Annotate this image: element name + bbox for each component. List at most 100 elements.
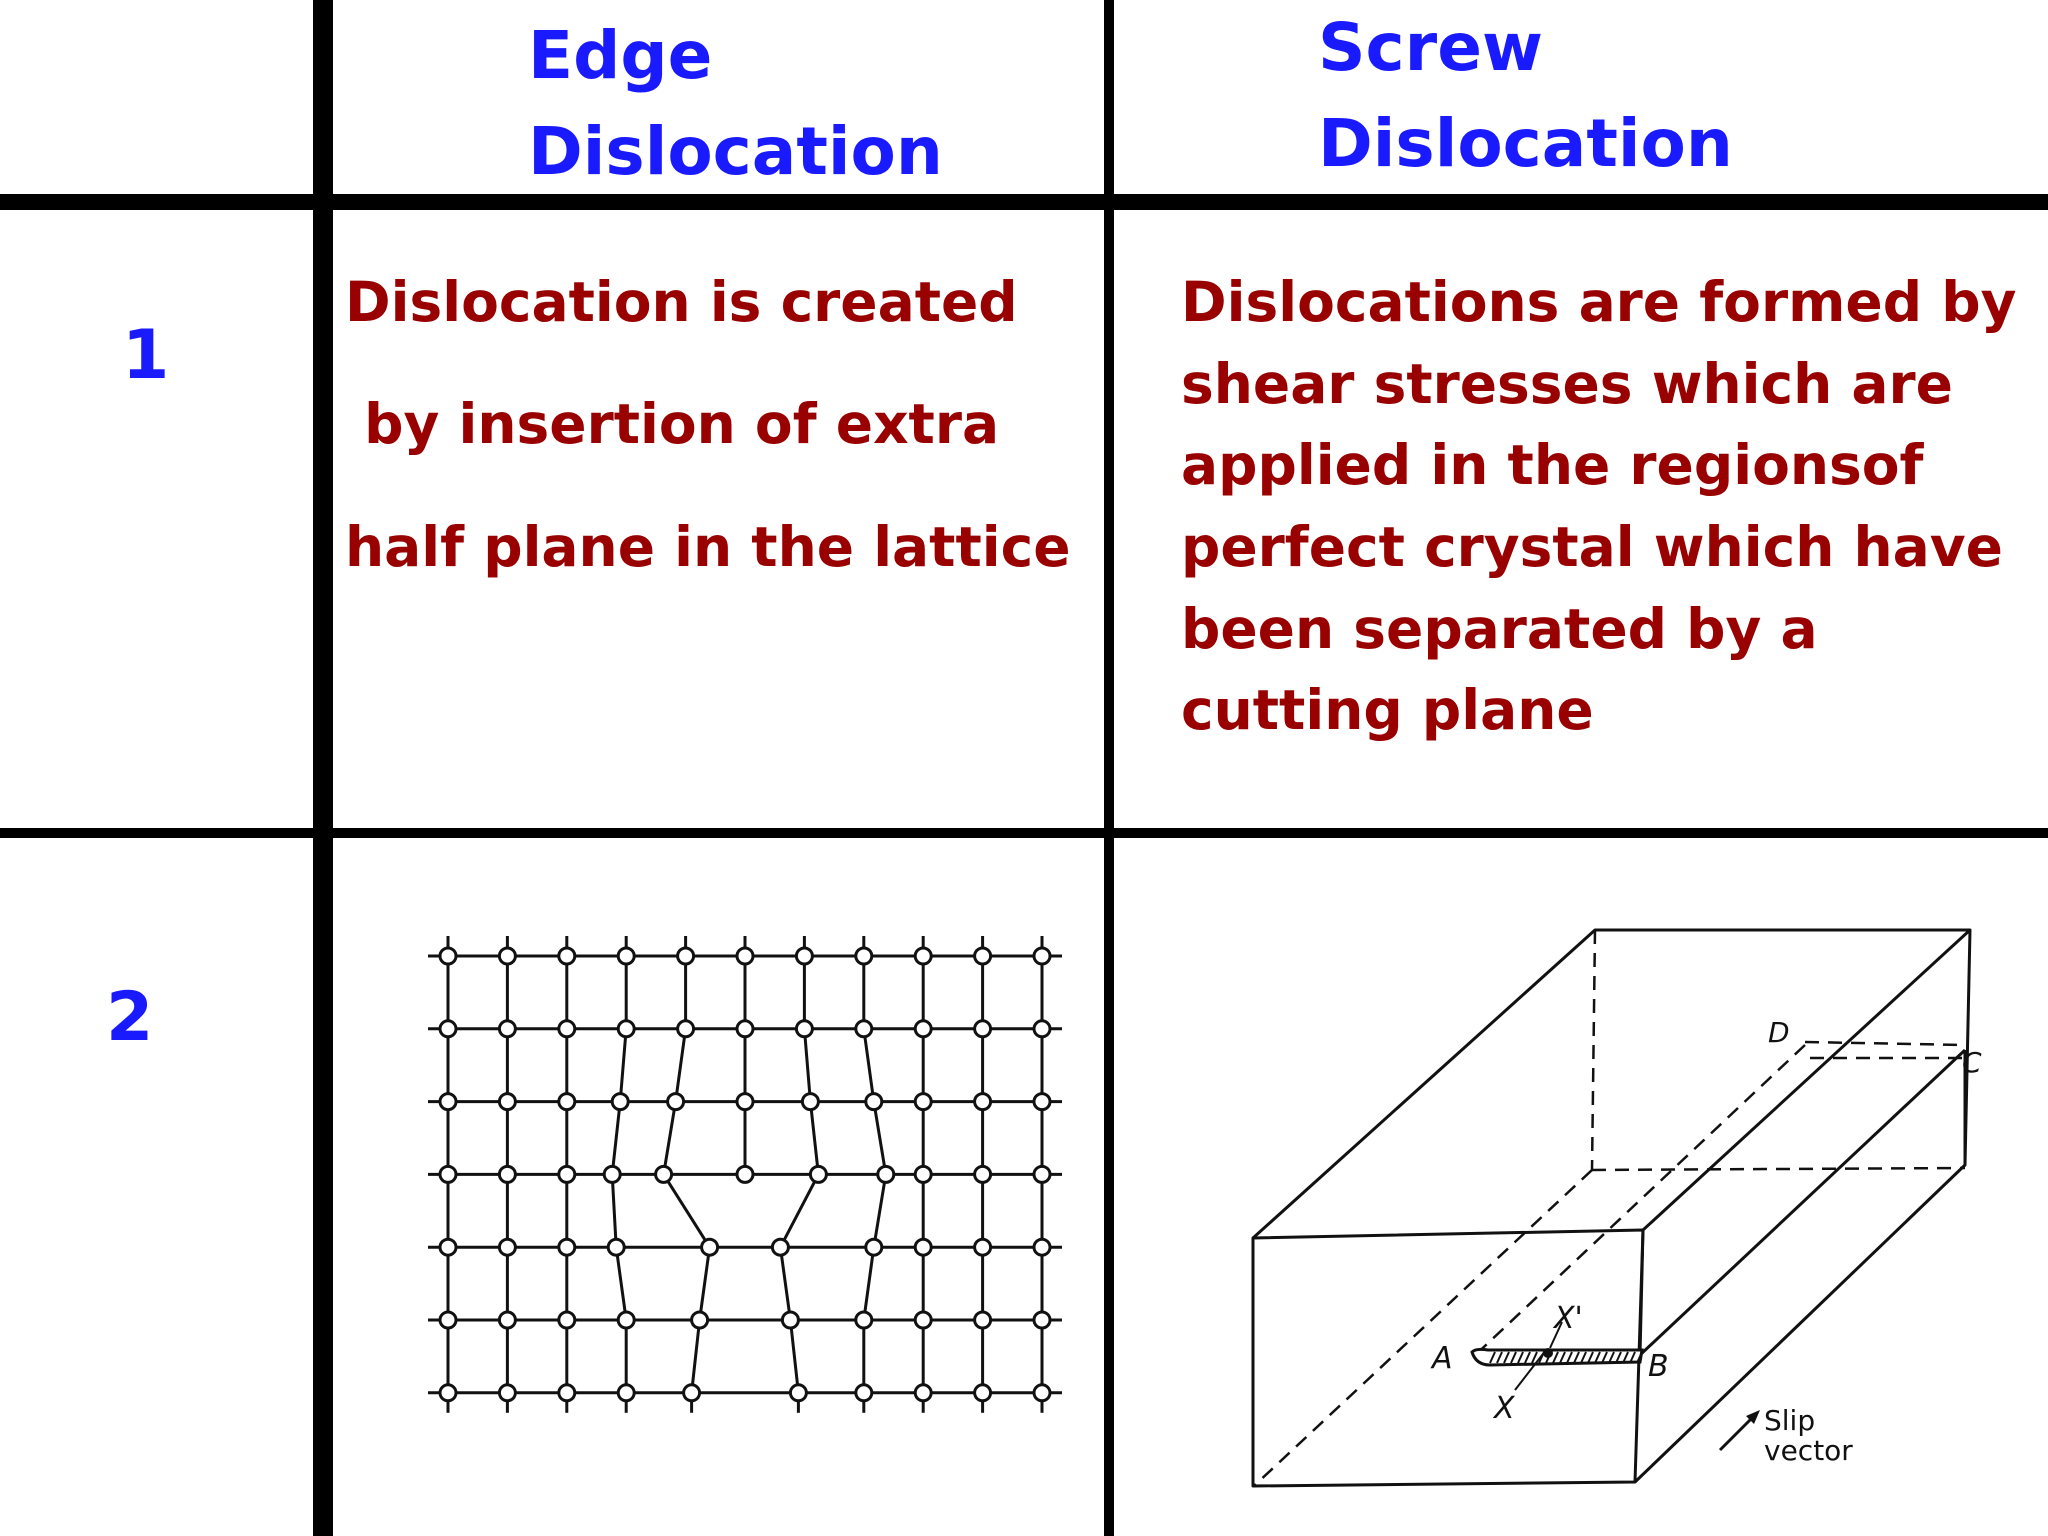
lattice-atom bbox=[676, 946, 696, 966]
screw-header-line1: Screw bbox=[1318, 9, 1543, 86]
lattice-atom bbox=[973, 1310, 993, 1330]
hidden-edge bbox=[1590, 929, 1597, 1171]
lattice-atom bbox=[1032, 1092, 1052, 1112]
lattice-atom bbox=[1032, 1310, 1052, 1330]
edge-description-line: Dislocation is created bbox=[345, 270, 1018, 334]
lattice-bond-vertical bbox=[862, 1028, 876, 1102]
lattice-atom bbox=[973, 1164, 993, 1184]
lattice-atom bbox=[557, 1092, 577, 1112]
slip-hatch-mark bbox=[1503, 1351, 1510, 1364]
label-b: B bbox=[1648, 1349, 1669, 1384]
lattice-bond-vertical bbox=[662, 1101, 678, 1175]
slip-hatch-mark bbox=[1629, 1351, 1636, 1364]
lattice-atom bbox=[973, 1383, 993, 1403]
slip-hatch-mark bbox=[1517, 1351, 1524, 1364]
dislocation-line-ad bbox=[1469, 1044, 1806, 1361]
lattice-atom bbox=[1032, 1019, 1052, 1039]
lattice-bond-vertical bbox=[610, 1174, 618, 1248]
hidden-edge bbox=[1254, 1169, 1593, 1486]
lattice-atom bbox=[497, 1237, 517, 1257]
lattice-atom bbox=[913, 1237, 933, 1257]
screw-description-line: Dislocations are formed by bbox=[1181, 270, 2017, 334]
row-number-1: 1 bbox=[122, 316, 170, 395]
lattice-atom bbox=[497, 1092, 517, 1112]
lattice-atom bbox=[794, 1019, 814, 1039]
lattice-atom bbox=[973, 1237, 993, 1257]
lattice-atom bbox=[438, 1237, 458, 1257]
lattice-atom bbox=[557, 1164, 577, 1184]
screw-description-line: perfect crystal which have bbox=[1181, 515, 2003, 579]
block-step-edge bbox=[1638, 1048, 1967, 1357]
lattice-atom bbox=[780, 1310, 800, 1330]
lattice-atom bbox=[1032, 1164, 1052, 1184]
lattice-bond-vertical bbox=[698, 1246, 712, 1321]
block-right-edge bbox=[1633, 929, 1972, 1484]
lattice-atom bbox=[438, 1019, 458, 1039]
slip-hatch-mark bbox=[1552, 1351, 1559, 1364]
lattice-atom bbox=[666, 1092, 686, 1112]
horizontal-divider-header bbox=[0, 194, 2048, 210]
lattice-atom bbox=[913, 1019, 933, 1039]
lattice-atom bbox=[808, 1164, 828, 1184]
lattice-atom bbox=[854, 946, 874, 966]
hidden-edge bbox=[1591, 1166, 1966, 1172]
slip-hatch-mark bbox=[1531, 1351, 1538, 1364]
vertical-divider-right bbox=[1104, 0, 1114, 1536]
lattice-atom bbox=[557, 1383, 577, 1403]
lattice-atom bbox=[497, 1383, 517, 1403]
lattice-bond-vertical bbox=[674, 1028, 688, 1102]
lattice-atom bbox=[876, 1164, 896, 1184]
slip-hatch-mark bbox=[1622, 1351, 1629, 1364]
lattice-bond-vertical bbox=[618, 1028, 628, 1102]
horizontal-divider-row1 bbox=[0, 828, 2048, 838]
vertical-divider-left bbox=[313, 0, 333, 1536]
slip-hatch-mark bbox=[1559, 1351, 1566, 1364]
slip-hatch-mark bbox=[1615, 1351, 1622, 1364]
lattice-atom bbox=[864, 1092, 884, 1112]
lattice-atom bbox=[735, 1164, 755, 1184]
lattice-atom bbox=[438, 1164, 458, 1184]
lattice-bond-vertical bbox=[690, 1319, 702, 1393]
lattice-bond-vertical bbox=[862, 1246, 876, 1321]
lattice-atom bbox=[616, 1019, 636, 1039]
lattice-atom bbox=[854, 1019, 874, 1039]
lattice-atom bbox=[800, 1092, 820, 1112]
cutting-plane-edge-dc bbox=[1804, 1040, 1966, 1047]
slip-hatch-mark bbox=[1601, 1351, 1608, 1364]
label-x: X bbox=[1492, 1391, 1516, 1426]
lattice-atom bbox=[557, 946, 577, 966]
lattice-atom bbox=[438, 1383, 458, 1403]
lattice-bond-vertical bbox=[808, 1101, 820, 1175]
lattice-atom bbox=[557, 1310, 577, 1330]
lattice-atom bbox=[913, 946, 933, 966]
lattice-atom bbox=[438, 946, 458, 966]
label-c: C bbox=[1962, 1046, 1982, 1079]
slip-hatch-mark bbox=[1580, 1351, 1587, 1364]
lattice-atom bbox=[654, 1164, 674, 1184]
slip-hatch-mark bbox=[1608, 1351, 1615, 1364]
lattice-atom bbox=[682, 1383, 702, 1403]
screw-dislocation-block-diagram: A B C D X X' Slip vector bbox=[1251, 928, 1982, 1488]
screw-description-line: shear stresses which are bbox=[1181, 352, 1953, 416]
lattice-atom bbox=[690, 1310, 710, 1330]
slip-hatch-mark bbox=[1587, 1351, 1594, 1364]
lattice-atom bbox=[770, 1237, 790, 1257]
lattice-atom bbox=[497, 1310, 517, 1330]
lattice-atom bbox=[602, 1164, 622, 1184]
lattice-bond-vertical bbox=[610, 1101, 622, 1175]
edge-description-line: by insertion of extra bbox=[345, 392, 1000, 456]
lattice-atom bbox=[616, 1310, 636, 1330]
label-d: D bbox=[1768, 1016, 1790, 1049]
lattice-atom bbox=[606, 1237, 626, 1257]
block-top-edge bbox=[1251, 928, 1972, 1240]
lattice-bond-vertical bbox=[788, 1319, 800, 1393]
edge-description-line: half plane in the lattice bbox=[345, 515, 1071, 579]
lattice-bond-vertical bbox=[614, 1246, 628, 1321]
lattice-atom bbox=[700, 1237, 720, 1257]
lattice-atom bbox=[1032, 1383, 1052, 1403]
slip-hatch-mark bbox=[1566, 1351, 1573, 1364]
lattice-bond-vertical bbox=[802, 1028, 812, 1102]
slip-vector-label-1: Slip bbox=[1764, 1404, 1815, 1437]
lattice-atom bbox=[610, 1092, 630, 1112]
lattice-atom bbox=[913, 1383, 933, 1403]
